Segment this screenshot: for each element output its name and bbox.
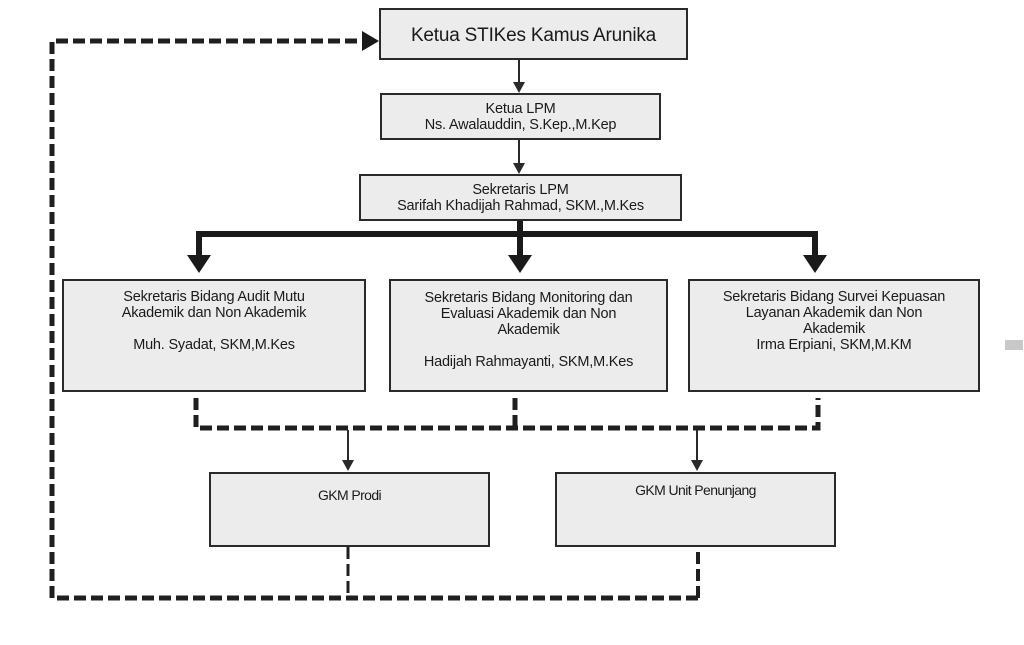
- node-title: Sekretaris Bidang Monitoring dan: [424, 290, 633, 306]
- node-title: Sekretaris Bidang Audit Mutu: [123, 289, 305, 305]
- node-person: Muh. Syadat, SKM,M.Kes: [133, 337, 295, 353]
- node-title: Sekretaris Bidang Survei Kepuasan: [722, 289, 946, 305]
- node-gkm-unit-penunjang: GKM Unit Penunjang: [555, 472, 836, 547]
- node-title: GKM Unit Penunjang: [635, 482, 756, 498]
- scan-artifact: [1005, 340, 1023, 350]
- edge-sekretaris-to-bidang: [196, 221, 818, 258]
- node-title: Akademik dan Non Akademik: [121, 305, 307, 321]
- arrowhead: [508, 255, 532, 273]
- node-sekretaris-lpm: Sekretaris LPM Sarifah Khadijah Rahmad, …: [359, 174, 682, 221]
- arrowhead: [691, 460, 703, 471]
- node-person: Irma Erpiani, SKM,M.KM: [756, 337, 912, 353]
- node-title: Evaluasi Akademik dan Non: [440, 306, 617, 322]
- node-monitoring-evaluasi: Sekretaris Bidang Monitoring dan Evaluas…: [389, 279, 668, 392]
- arrowhead: [362, 31, 379, 51]
- node-audit-mutu: Sekretaris Bidang Audit Mutu Akademik da…: [62, 279, 366, 392]
- arrowhead: [187, 255, 211, 273]
- node-gkm-prodi: GKM Prodi: [209, 472, 490, 547]
- node-ketua-stikes: Ketua STIKes Kamus Arunika: [379, 8, 688, 60]
- node-person: Ns. Awalauddin, S.Kep.,M.Kep: [424, 117, 617, 133]
- node-title: Ketua STIKes Kamus Arunika: [410, 25, 657, 46]
- node-title: GKM Prodi: [317, 487, 382, 503]
- edge-bidang-to-gkm: [193, 398, 821, 431]
- node-title: Akademik: [497, 322, 560, 338]
- node-title: Layanan Akademik dan Non: [745, 305, 923, 321]
- arrowhead: [803, 255, 827, 273]
- node-title: Ketua LPM: [485, 101, 556, 117]
- node-survei-kepuasan: Sekretaris Bidang Survei Kepuasan Layana…: [688, 279, 980, 392]
- node-title: Akademik: [802, 321, 866, 337]
- node-person: Sarifah Khadijah Rahmad, SKM.,M.Kes: [397, 198, 644, 214]
- arrowhead: [513, 163, 525, 174]
- node-ketua-lpm: Ketua LPM Ns. Awalauddin, S.Kep.,M.Kep: [380, 93, 661, 140]
- arrowhead: [513, 82, 525, 93]
- edge-feedback-to-ketua: [49, 38, 700, 601]
- node-title: Sekretaris LPM: [472, 182, 569, 198]
- node-person: Hadijah Rahmayanti, SKM,M.Kes: [423, 354, 634, 370]
- arrowhead: [342, 460, 354, 471]
